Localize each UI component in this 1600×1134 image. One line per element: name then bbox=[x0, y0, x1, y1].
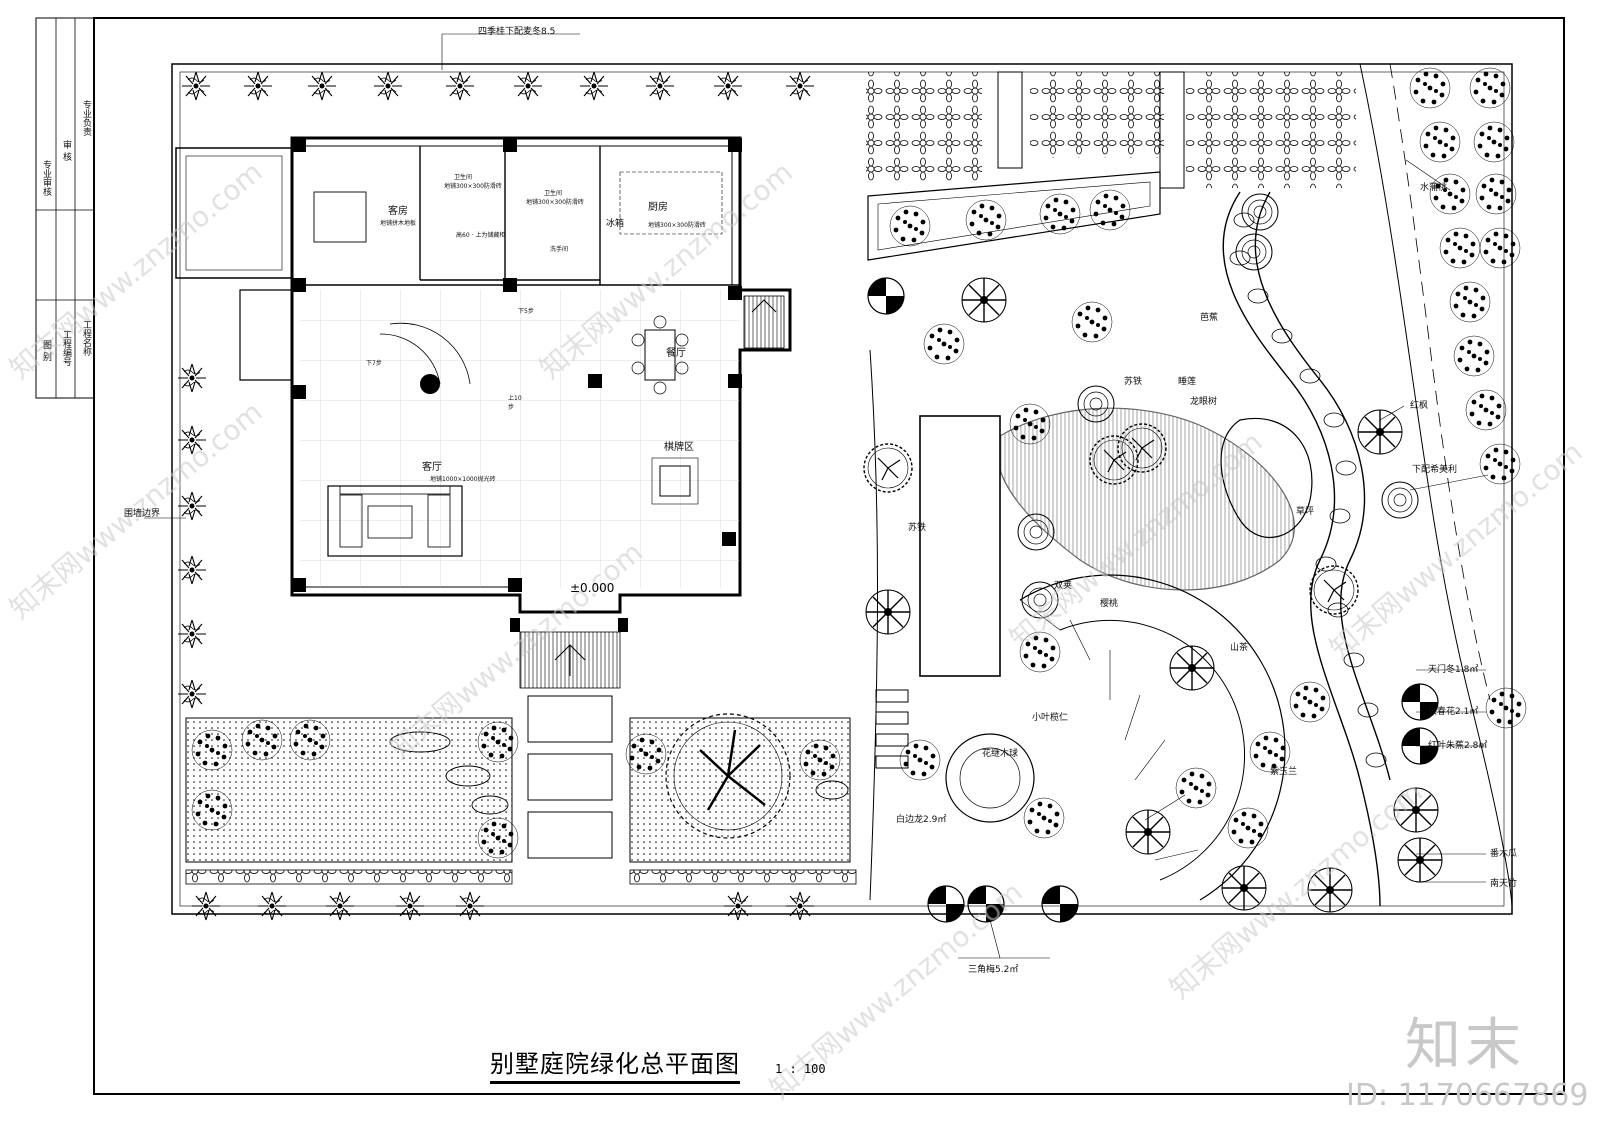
plant-label: 红叶朱蕉2.8㎡ bbox=[1428, 741, 1488, 751]
plant-label: 山茶 bbox=[1230, 643, 1249, 653]
room-note: 地铺300×300防滑砖 bbox=[648, 222, 706, 229]
room-label: 棋牌区 bbox=[664, 442, 694, 453]
room-note: 地铺拼木地板 bbox=[380, 220, 417, 227]
plant-label: 下配希美利 bbox=[1412, 465, 1458, 475]
drawing-title: 别墅庭院绿化总平面图 bbox=[490, 1044, 740, 1084]
title-block-cell: 专业负责 bbox=[81, 100, 91, 136]
room-label: 卫生间 bbox=[454, 174, 473, 181]
level-mark: ±0.000 bbox=[570, 581, 615, 595]
title-block-cell: 工程名称 bbox=[81, 320, 91, 356]
plant-label: 白边龙2.9㎡ bbox=[896, 815, 947, 825]
plant-label: 天门冬1.8㎡ bbox=[1428, 665, 1479, 675]
room-note: 地铺300×300防滑砖 bbox=[444, 183, 502, 190]
room-note: 地铺1000×1000抛光砖 bbox=[430, 476, 496, 483]
plant-label: 花继木球 bbox=[982, 749, 1019, 759]
room-label: 客房 bbox=[388, 206, 408, 217]
plant-label: 苏铁 bbox=[1124, 377, 1143, 387]
plant-label: 紫玉兰 bbox=[1270, 767, 1298, 777]
plant-label: 小叶榄仁 bbox=[1032, 713, 1069, 723]
plant-label: 双荚 bbox=[1054, 581, 1073, 591]
plant-label: 南天竹 bbox=[1490, 879, 1518, 889]
room-label: 冰箱 bbox=[606, 219, 625, 229]
stair-note: 上10步 bbox=[508, 395, 522, 411]
room-label: 厨房 bbox=[648, 202, 668, 213]
plant-label: 草坪 bbox=[1296, 507, 1315, 517]
room-note: 高60 · 上为储藏柜 bbox=[456, 232, 506, 239]
plant-label: 苏铁 bbox=[908, 523, 927, 533]
watermark-logo: 知末 bbox=[1405, 1013, 1525, 1078]
plant-label: 三角梅5.2㎡ bbox=[968, 965, 1019, 975]
stair-note: 下7步 bbox=[366, 360, 382, 367]
room-label: 卫生间 bbox=[544, 190, 563, 197]
plant-label: 红枫 bbox=[1410, 401, 1429, 411]
plant-label: 芭蕉 bbox=[1200, 313, 1219, 323]
plant-label: 龙眼树 bbox=[1190, 397, 1218, 407]
room-label: 餐厅 bbox=[666, 348, 686, 359]
title-block-cell: 图 别 bbox=[41, 340, 51, 361]
title-block-cell: 工程编号 bbox=[61, 330, 71, 366]
title-block-cell: 专业审核 bbox=[41, 160, 51, 196]
room-label: 客厅 bbox=[422, 462, 442, 473]
stair-note: 下5步 bbox=[518, 308, 534, 315]
plant-label: 水蒲桃 bbox=[1420, 183, 1448, 193]
plant-label: 樱桃 bbox=[1100, 599, 1119, 609]
plant-label: 四季桂下配麦冬8.5 bbox=[478, 27, 556, 37]
watermark-text: 知末网www.znzmo.com bbox=[1163, 775, 1428, 1005]
title-block-cell: 审 核 bbox=[61, 140, 71, 161]
plant-label: 睡莲 bbox=[1178, 377, 1197, 387]
boundary-label: 围墙边界 bbox=[124, 509, 161, 519]
room-note: 地铺300×300防滑砖 bbox=[526, 199, 584, 206]
plant-label: 长春花2.1㎡ bbox=[1428, 707, 1479, 717]
watermark-id: ID: 1170667869 bbox=[1346, 1078, 1589, 1113]
drawing-scale: 1 : 100 bbox=[775, 1062, 826, 1076]
plant-label: 番木瓜 bbox=[1490, 849, 1518, 859]
room-label: 洗手间 bbox=[550, 246, 569, 253]
